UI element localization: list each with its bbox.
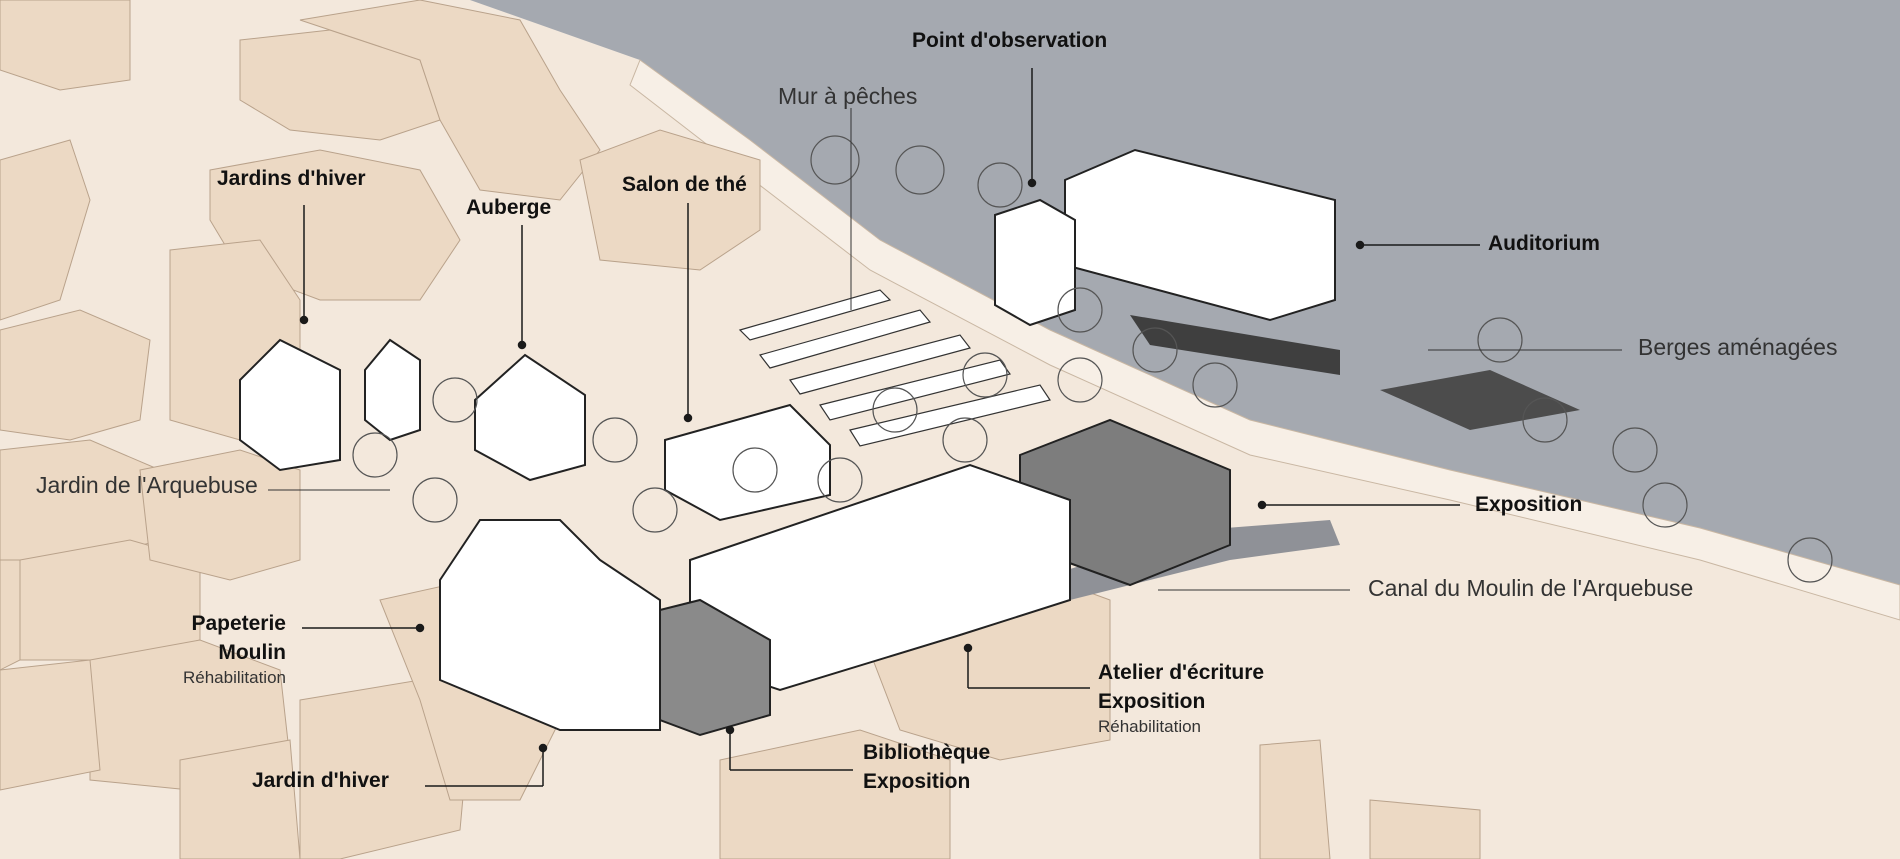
label-papeterie-line2: Moulin [218,641,286,664]
city-blocks [0,0,761,859]
building-observation-tower [994,198,1076,327]
terrace-surface [1130,315,1340,375]
label-point-observation: Point d'observation [912,29,1108,52]
building-salon-the [664,403,831,522]
label-bibliotheque-line1: Bibliothèque [863,741,991,764]
building-papeterie [439,519,661,731]
leader-lines [268,68,1622,787]
label-papeterie-line1: Papeterie [191,612,286,635]
label-jardins-hiver: Jardins d'hiver [217,167,366,190]
trees [352,135,1833,583]
label-jardin-hiver: Jardin d'hiver [252,769,389,792]
label-papeterie-sub: Réhabilitation [182,668,286,687]
label-bibliotheque-line2: Exposition [863,770,971,793]
label-canal: Canal du Moulin de l'Arquebuse [1368,575,1694,601]
label-auditorium: Auditorium [1488,232,1600,255]
greenhouse-jardins-hiver [239,338,421,472]
building-bibliotheque [659,598,771,737]
building-auberge [474,353,586,482]
label-atelier-line1: Atelier d'écriture [1098,661,1265,684]
label-papeterie: Papeterie Moulin Réhabilitation [160,609,286,689]
label-berges: Berges aménagées [1638,334,1838,360]
lower-blocks [719,559,1481,859]
label-atelier: Atelier d'écriture Exposition Réhabilita… [1098,658,1264,738]
label-auberge: Auberge [466,196,552,219]
label-salon-the: Salon de thé [622,173,747,196]
label-mur-peches: Mur à pêches [778,83,918,109]
label-exposition: Exposition [1475,493,1583,516]
berges-deck [1380,370,1580,430]
label-bibliotheque: Bibliothèque Exposition [863,738,990,796]
label-atelier-sub: Réhabilitation [1098,717,1202,736]
riverbank [629,59,1900,621]
label-atelier-line2: Exposition [1098,690,1206,713]
label-jardin-arquebuse: Jardin de l'Arquebuse [36,472,258,498]
